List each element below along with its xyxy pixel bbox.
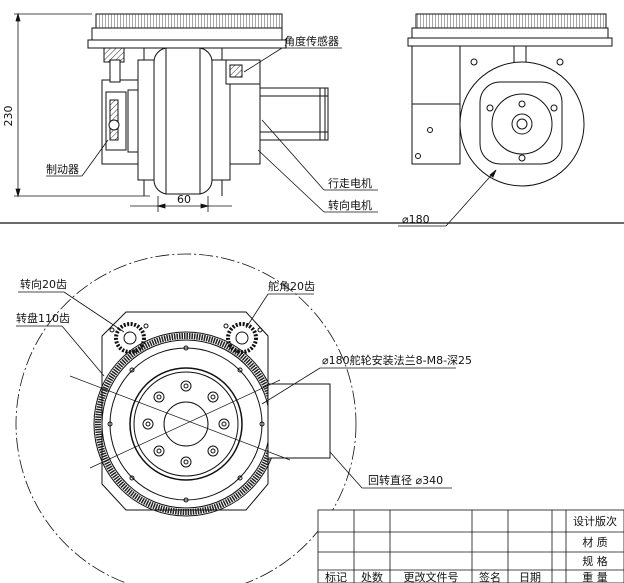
height-dimension	[14, 12, 150, 198]
label-steer-motor: 转向电机	[328, 198, 372, 212]
label-diameter-180: ⌀180	[402, 213, 430, 226]
label-brake: 制动器	[46, 163, 79, 176]
hub-bore	[163, 401, 209, 447]
tb-header-date: 日期	[519, 571, 541, 583]
motor-housing-front	[229, 83, 261, 165]
turntable-gear-side	[415, 13, 607, 29]
hub-outer	[129, 367, 243, 481]
label-turntable-gear: 转盘110齿	[16, 311, 70, 325]
label-flange: ⌀180舵轮安装法兰8-M8-深25	[322, 353, 472, 367]
tb-material: 材 质	[582, 535, 608, 549]
turntable-gear	[95, 333, 277, 515]
motor-box-plan	[267, 383, 331, 459]
tb-header-count: 处数	[361, 571, 383, 583]
tb-design-version: 设计版次	[573, 514, 617, 528]
tb-spec: 规 格	[582, 554, 608, 568]
motor-body-side	[411, 45, 461, 165]
height-dim-text: 230	[2, 106, 15, 127]
turntable-base-front	[91, 27, 283, 41]
diameter-leader	[398, 169, 497, 227]
label-slew-diameter: 回转直径 ⌀340	[368, 473, 443, 487]
tb-header-file: 更改文件号	[404, 570, 459, 583]
label-steer-gear: 转向20齿	[20, 277, 67, 291]
front-view-leaders	[46, 47, 378, 213]
drive-motor-front	[259, 87, 329, 141]
front-view	[0, 13, 624, 224]
bolt-holes	[142, 380, 230, 468]
label-angle-sensor: 角度传感器	[284, 34, 339, 48]
turntable-gear-front	[95, 13, 283, 29]
tb-weight: 重 量	[582, 570, 608, 583]
width-dimension	[130, 196, 232, 212]
rudder-pinion	[226, 322, 258, 354]
label-drive-motor: 行走电机	[328, 176, 372, 190]
brake-handle	[109, 59, 121, 83]
tb-header-mark: 标记	[325, 570, 347, 583]
steer-pinion	[114, 322, 146, 354]
slew-circle	[15, 253, 357, 583]
plan-view-leaders	[16, 291, 456, 489]
mount-flange-front	[87, 39, 287, 49]
tb-header-sign: 签名	[479, 570, 501, 583]
side-view	[407, 13, 613, 187]
mount-plate	[101, 311, 269, 511]
plan-view	[15, 253, 357, 583]
width-dim-text: 60	[177, 193, 191, 206]
label-rudder-gear: 舵角20齿	[268, 279, 315, 293]
title-block	[317, 509, 624, 583]
